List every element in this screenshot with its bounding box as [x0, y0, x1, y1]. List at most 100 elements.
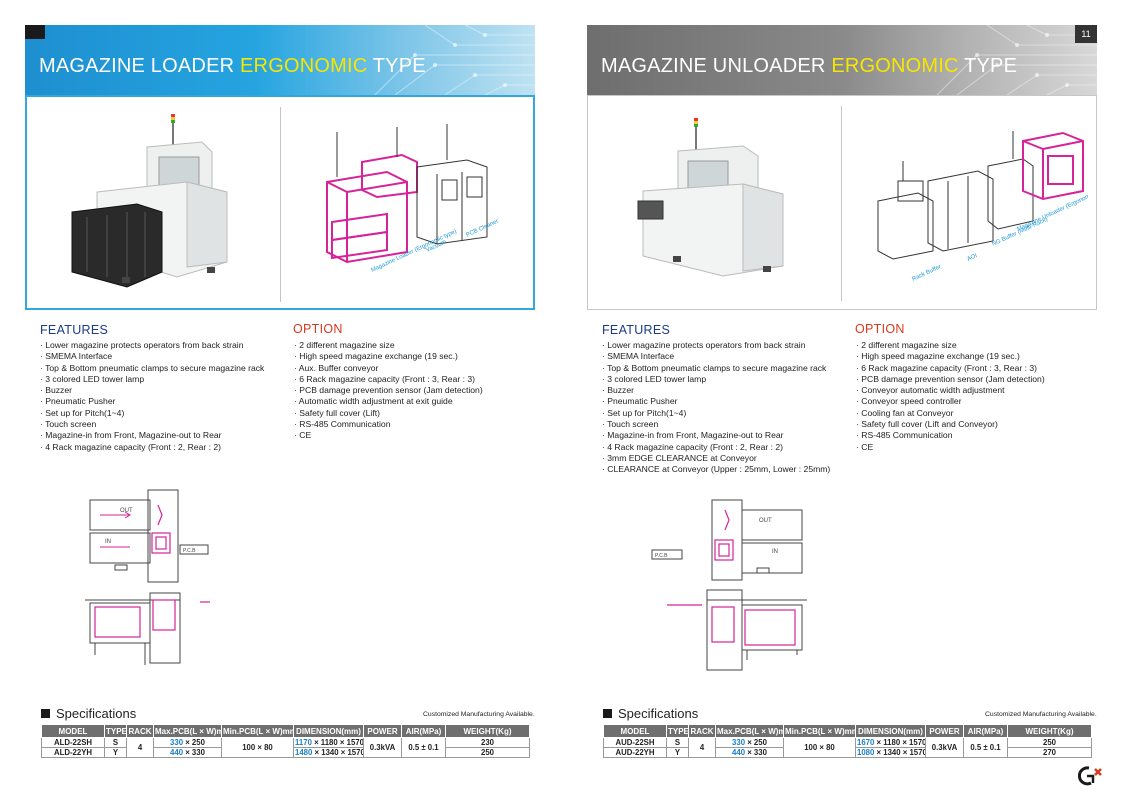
feature-item: Magazine-in from Front, Magazine-out to … [40, 430, 295, 441]
diagram-label-aoi: AOI [966, 253, 978, 263]
header-power: POWER [925, 724, 964, 738]
option-item: RS-485 Communication [294, 419, 534, 430]
feature-item: Lower magazine protects operators from b… [40, 340, 295, 351]
drawing-label-pcb: P.C.B [655, 553, 668, 559]
machine-photo [71, 114, 228, 288]
option-heading: OPTION [855, 322, 905, 336]
option-item: High speed magazine exchange (19 sec.) [294, 351, 534, 362]
table-row: ALD-22SH S 4 330 × 250 100 × 80 1170 × 1… [41, 737, 530, 758]
cell-max-pcb: 440 × 330 [715, 747, 784, 758]
cell-air: 0.5 ± 0.1 [401, 737, 446, 758]
technical-drawing: OUT IN P.C.B [85, 489, 210, 665]
drawing-label-out: OUT [759, 518, 772, 524]
feature-item: Buzzer [602, 385, 857, 396]
option-item: Cooling fan at Conveyor [856, 408, 1096, 419]
feature-item: 4 Rack magazine capacity (Front : 2, Rea… [40, 442, 295, 453]
table-header-row: MODEL TYPE RACK Max.PCB(L × W)mm Min.PCB… [41, 724, 530, 738]
option-item: PCB damage prevention sensor (Jam detect… [856, 374, 1096, 385]
cell-weight: 230 [445, 737, 530, 748]
feature-item: 4 Rack magazine capacity (Front : 2, Rea… [602, 442, 857, 453]
header-rack: RACK [688, 724, 716, 738]
cell-dimension: 1480 × 1340 × 1570 [293, 747, 364, 758]
header-type: TYPE [104, 724, 127, 738]
cell-weight: 250 [1007, 737, 1092, 748]
cell-type: S [104, 737, 127, 748]
specifications-table: MODEL TYPE RACK Max.PCB(L × W)mm Min.PCB… [41, 724, 530, 758]
cell-type: Y [104, 747, 127, 758]
right-title-banner: 11 MAGAZINE UNLOADER ERGONOMIC TYPE [587, 25, 1097, 95]
cell-model: ALD-22SH [41, 737, 105, 748]
cell-weight: 270 [1007, 747, 1092, 758]
feature-item: Buzzer [40, 385, 295, 396]
cell-power: 0.3kVA [925, 737, 964, 758]
header-model: MODEL [603, 724, 667, 738]
technical-drawing: OUT IN P.C.B [651, 499, 807, 671]
square-bullet-icon [603, 709, 612, 718]
option-heading: OPTION [293, 322, 343, 336]
cell-rack: 4 [126, 737, 154, 758]
option-item: 2 different magazine size [294, 340, 534, 351]
header-min-pcb: Min.PCB(L × W)mm [221, 724, 294, 738]
option-item: CE [856, 442, 1096, 453]
features-heading: FEATURES [602, 323, 671, 337]
page-title: MAGAZINE LOADER ERGONOMIC TYPE [39, 55, 426, 77]
page-title: MAGAZINE UNLOADER ERGONOMIC TYPE [601, 55, 1018, 77]
feature-item: Touch screen [40, 419, 295, 430]
custom-manufacturing-note: Customized Manufacturing Available. [423, 711, 535, 718]
header-air: AIR(MPa) [963, 724, 1008, 738]
features-heading: FEATURES [40, 323, 109, 337]
option-item: 6 Rack magazine capacity (Front : 3, Rea… [856, 363, 1096, 374]
page-tab-marker [25, 25, 45, 39]
cell-dimension: 1170 × 1180 × 1570 [293, 737, 364, 748]
circuit-pattern-graphic [936, 25, 1097, 95]
features-list: Lower magazine protects operators from b… [602, 340, 857, 476]
feature-item: 3mm EDGE CLEARANCE at Conveyor [602, 453, 857, 464]
option-item: Safety full cover (Lift and Conveyor) [856, 419, 1096, 430]
cell-air: 0.5 ± 0.1 [963, 737, 1008, 758]
specifications-heading: Specifications [41, 706, 136, 721]
specifications-heading: Specifications [603, 706, 698, 721]
feature-item: 3 colored LED tower lamp [40, 374, 295, 385]
feature-item: Magazine-in from Front, Magazine-out to … [602, 430, 857, 441]
header-weight: WEIGHT(Kg) [445, 724, 530, 738]
header-type: TYPE [666, 724, 689, 738]
feature-item: CLEARANCE at Conveyor (Upper : 25mm, Low… [602, 464, 857, 475]
circuit-pattern-graphic [374, 25, 535, 95]
table-header-row: MODEL TYPE RACK Max.PCB(L × W)mm Min.PCB… [603, 724, 1092, 738]
left-title-banner: MAGAZINE LOADER ERGONOMIC TYPE [25, 25, 535, 95]
photo-divider [280, 107, 281, 302]
drawing-label-out: OUT [120, 508, 133, 514]
drawing-label-in: IN [105, 539, 111, 545]
cell-type: S [666, 737, 689, 748]
option-item: Conveyor speed controller [856, 396, 1096, 407]
cell-model: AUD-22YH [603, 747, 667, 758]
table-row: ALD-22YH Y 440 × 330 1480 × 1340 × 1570 … [41, 747, 530, 758]
feature-item: Set up for Pitch(1~4) [602, 408, 857, 419]
option-item: 6 Rack magazine capacity (Front : 3, Rea… [294, 374, 534, 385]
header-max-pcb: Max.PCB(L × W)mm [715, 724, 784, 738]
left-page: MAGAZINE LOADER ERGONOMIC TYPE [25, 0, 545, 793]
page-number: 11 [1075, 25, 1097, 43]
option-item: Conveyor automatic width adjustment [856, 385, 1096, 396]
cell-rack: 4 [688, 737, 716, 758]
header-weight: WEIGHT(Kg) [1007, 724, 1092, 738]
feature-item: Top & Bottom pneumatic clamps to secure … [602, 363, 857, 374]
right-page: 11 MAGAZINE UNLOADER ERGONOMIC TYPE [587, 0, 1107, 793]
header-min-pcb: Min.PCB(L × W)mm [783, 724, 856, 738]
cell-min-pcb: 100 × 80 [221, 737, 294, 758]
header-dimension: DIMENSION(mm) [855, 724, 926, 738]
features-list: Lower magazine protects operators from b… [40, 340, 295, 453]
option-item: 2 different magazine size [856, 340, 1096, 351]
photo-divider [841, 106, 842, 301]
cell-dimension: 1670 × 1180 × 1570 [855, 737, 926, 748]
option-item: PCB damage prevention sensor (Jam detect… [294, 385, 534, 396]
option-item: High speed magazine exchange (19 sec.) [856, 351, 1096, 362]
option-item: RS-485 Communication [856, 430, 1096, 441]
product-images-frame: Magazine Loader (Ergonomic type) Vacuum … [25, 95, 535, 310]
line-diagram: Rack Buffer AOI NG Buffer (Multi-Rack) M… [877, 131, 1088, 283]
header-max-pcb: Max.PCB(L × W)mm [153, 724, 222, 738]
feature-item: Lower magazine protects operators from b… [602, 340, 857, 351]
line-diagram: Magazine Loader (Ergonomic type) Vacuum … [326, 124, 500, 274]
feature-item: SMEMA Interface [602, 351, 857, 362]
cell-dimension: 1080 × 1340 × 1570 [855, 747, 926, 758]
